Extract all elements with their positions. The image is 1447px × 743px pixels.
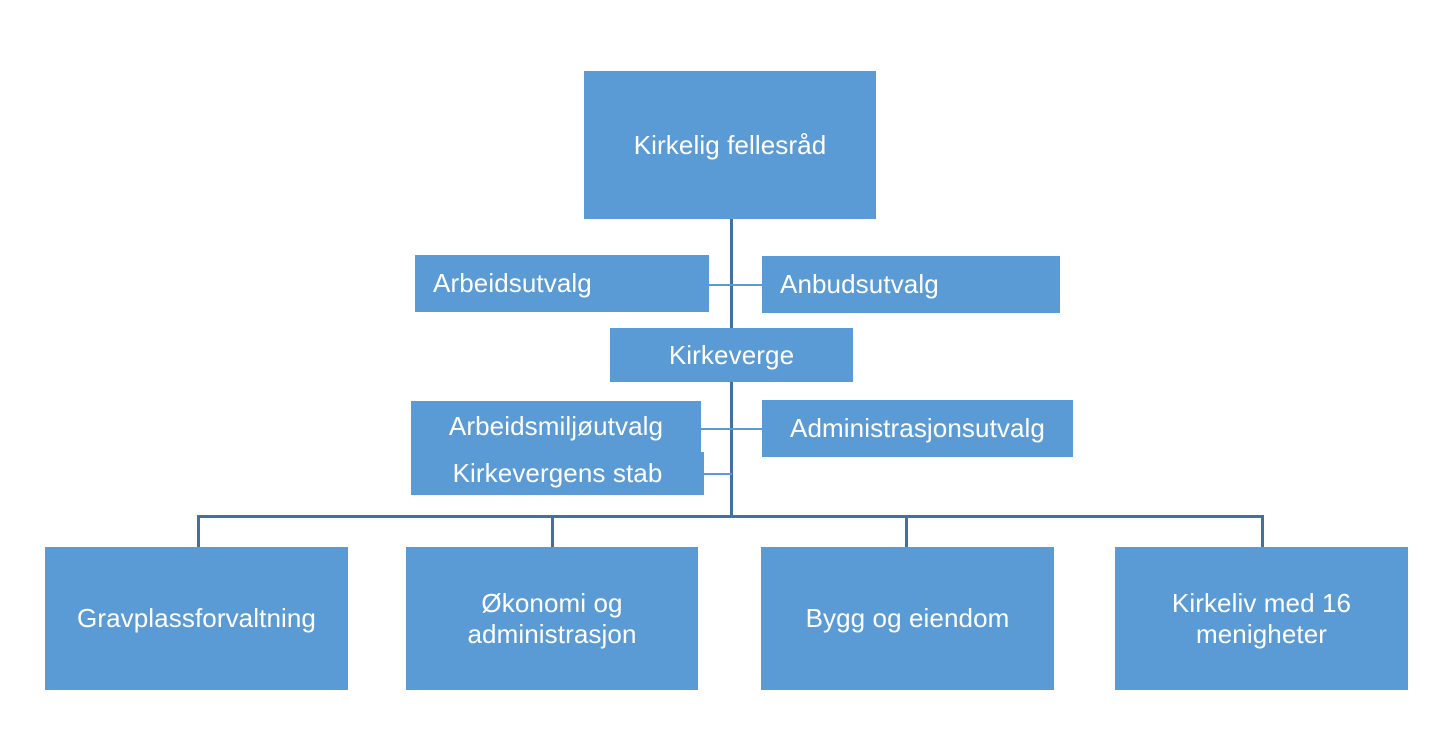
connector-row4-crossbar xyxy=(701,428,763,430)
node-kirkeverge[interactable]: Kirkeverge xyxy=(610,328,853,382)
node-label-kirkelig-fellesrad: Kirkelig fellesråd xyxy=(633,129,827,160)
connector-warden-staff-stub xyxy=(704,473,732,475)
node-label-bygg-og-eiendom: Bygg og eiendom xyxy=(805,603,1010,634)
node-kirkelig-fellesrad[interactable]: Kirkelig fellesråd xyxy=(584,71,876,219)
node-label-gravplassforvaltning: Gravplassforvaltning xyxy=(77,603,316,634)
node-kirkeliv-med-16-menigheter[interactable]: Kirkeliv med 16 menigheter xyxy=(1115,547,1408,690)
node-bygg-og-eiendom[interactable]: Bygg og eiendom xyxy=(761,547,1054,690)
connector-bottom-bar xyxy=(198,515,1263,518)
node-arbeidsutvalg[interactable]: Arbeidsutvalg xyxy=(415,255,709,312)
node-label-administrasjonsutvalg: Administrasjonsutvalg xyxy=(790,413,1045,444)
node-gravplassforvaltning[interactable]: Gravplassforvaltning xyxy=(45,547,348,690)
node-label-kirkeverge: Kirkeverge xyxy=(668,339,795,370)
node-label-okonomi-og-administrasjon: Økonomi og administrasjon xyxy=(467,587,637,649)
connector-drop-buildings xyxy=(905,515,908,548)
node-label-kirkevergens-stab: Kirkevergens stab xyxy=(452,458,663,489)
node-kirkevergens-stab[interactable]: Kirkevergens stab xyxy=(411,452,704,495)
node-label-arbeidsmiljoutvalg: Arbeidsmiljøutvalg xyxy=(448,411,664,442)
node-arbeidsmiljoutvalg[interactable]: Arbeidsmiljøutvalg xyxy=(411,401,701,452)
node-administrasjonsutvalg[interactable]: Administrasjonsutvalg xyxy=(762,400,1073,457)
connector-drop-graveyard xyxy=(197,515,200,548)
node-label-anbudsutvalg: Anbudsutvalg xyxy=(780,269,939,300)
node-label-arbeidsutvalg: Arbeidsutvalg xyxy=(433,268,592,299)
connector-drop-finance xyxy=(551,515,554,548)
node-label-kirkeliv-med-16-menigheter: Kirkeliv med 16 menigheter xyxy=(1171,587,1352,649)
node-anbudsutvalg[interactable]: Anbudsutvalg xyxy=(762,256,1060,313)
connector-drop-church-life xyxy=(1261,515,1264,548)
connector-row2-crossbar xyxy=(709,284,763,286)
node-okonomi-og-administrasjon[interactable]: Økonomi og administrasjon xyxy=(406,547,698,690)
